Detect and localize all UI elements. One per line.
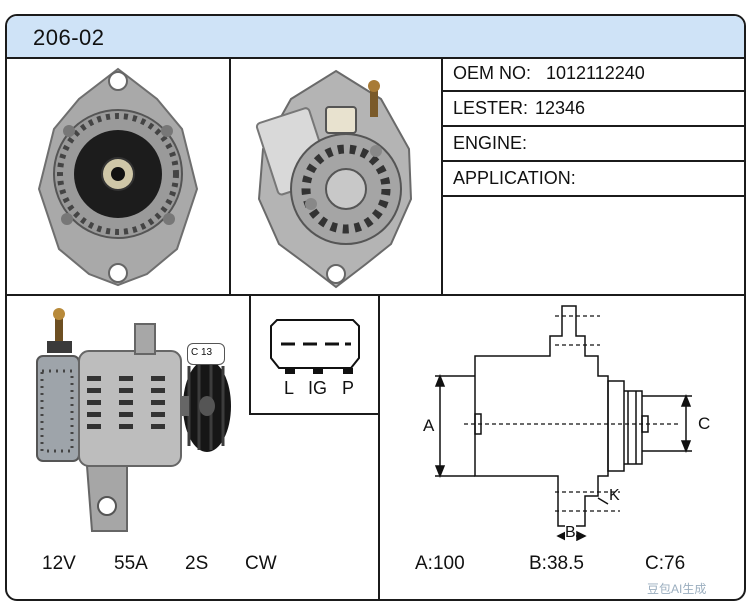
spec-amperage: 55A: [114, 553, 148, 574]
divider: [229, 57, 231, 295]
connector-diagram: L IG P: [251, 296, 378, 413]
dimension-drawing: A C B K: [380, 296, 744, 542]
spec-rotation: CW: [245, 553, 277, 574]
spec-pulley: 2S: [185, 553, 209, 574]
dim-value-c: C:76: [645, 553, 686, 574]
divider: [249, 413, 380, 415]
info-row-oem: OEM NO: 1012112240: [443, 57, 744, 92]
divider: [249, 295, 251, 415]
application-label: APPLICATION:: [453, 168, 576, 188]
engine-label: ENGINE:: [453, 133, 528, 153]
lester-value: 12346: [535, 98, 586, 118]
oem-label: OEM NO:: [453, 63, 532, 83]
side-view-photo: C 13: [7, 296, 249, 536]
dim-value-a: A:100: [415, 553, 465, 574]
dim-label-k: K: [609, 487, 620, 504]
watermark: 豆包AI生成: [647, 582, 707, 596]
info-row-engine: ENGINE:: [443, 127, 744, 162]
connector-tag: C 13: [191, 347, 213, 358]
dim-label-a: A: [423, 416, 435, 435]
title-bar: 206-02: [7, 16, 744, 59]
divider: [378, 295, 380, 599]
dim-label-c: C: [698, 414, 711, 433]
pin-label-p: P: [342, 378, 355, 398]
pin-label-ig: IG: [308, 378, 328, 398]
divider: [441, 57, 443, 295]
info-row-application: APPLICATION:: [443, 162, 744, 197]
spec-voltage: 12V: [42, 553, 76, 574]
connector-callout: C 13: [187, 343, 225, 365]
front-view-photo: [7, 59, 229, 294]
divider: [7, 294, 744, 296]
dim-label-b: B: [565, 524, 576, 542]
info-row-lester: LESTER: 12346: [443, 92, 744, 127]
pin-label-l: L: [284, 378, 295, 398]
part-number-title: 206-02: [33, 25, 105, 50]
oem-value: 1012112240: [546, 63, 645, 83]
product-card: 206-02: [5, 14, 746, 601]
lester-label: LESTER:: [453, 98, 529, 118]
rear-view-photo: [231, 59, 441, 294]
dim-value-b: B:38.5: [529, 553, 584, 574]
